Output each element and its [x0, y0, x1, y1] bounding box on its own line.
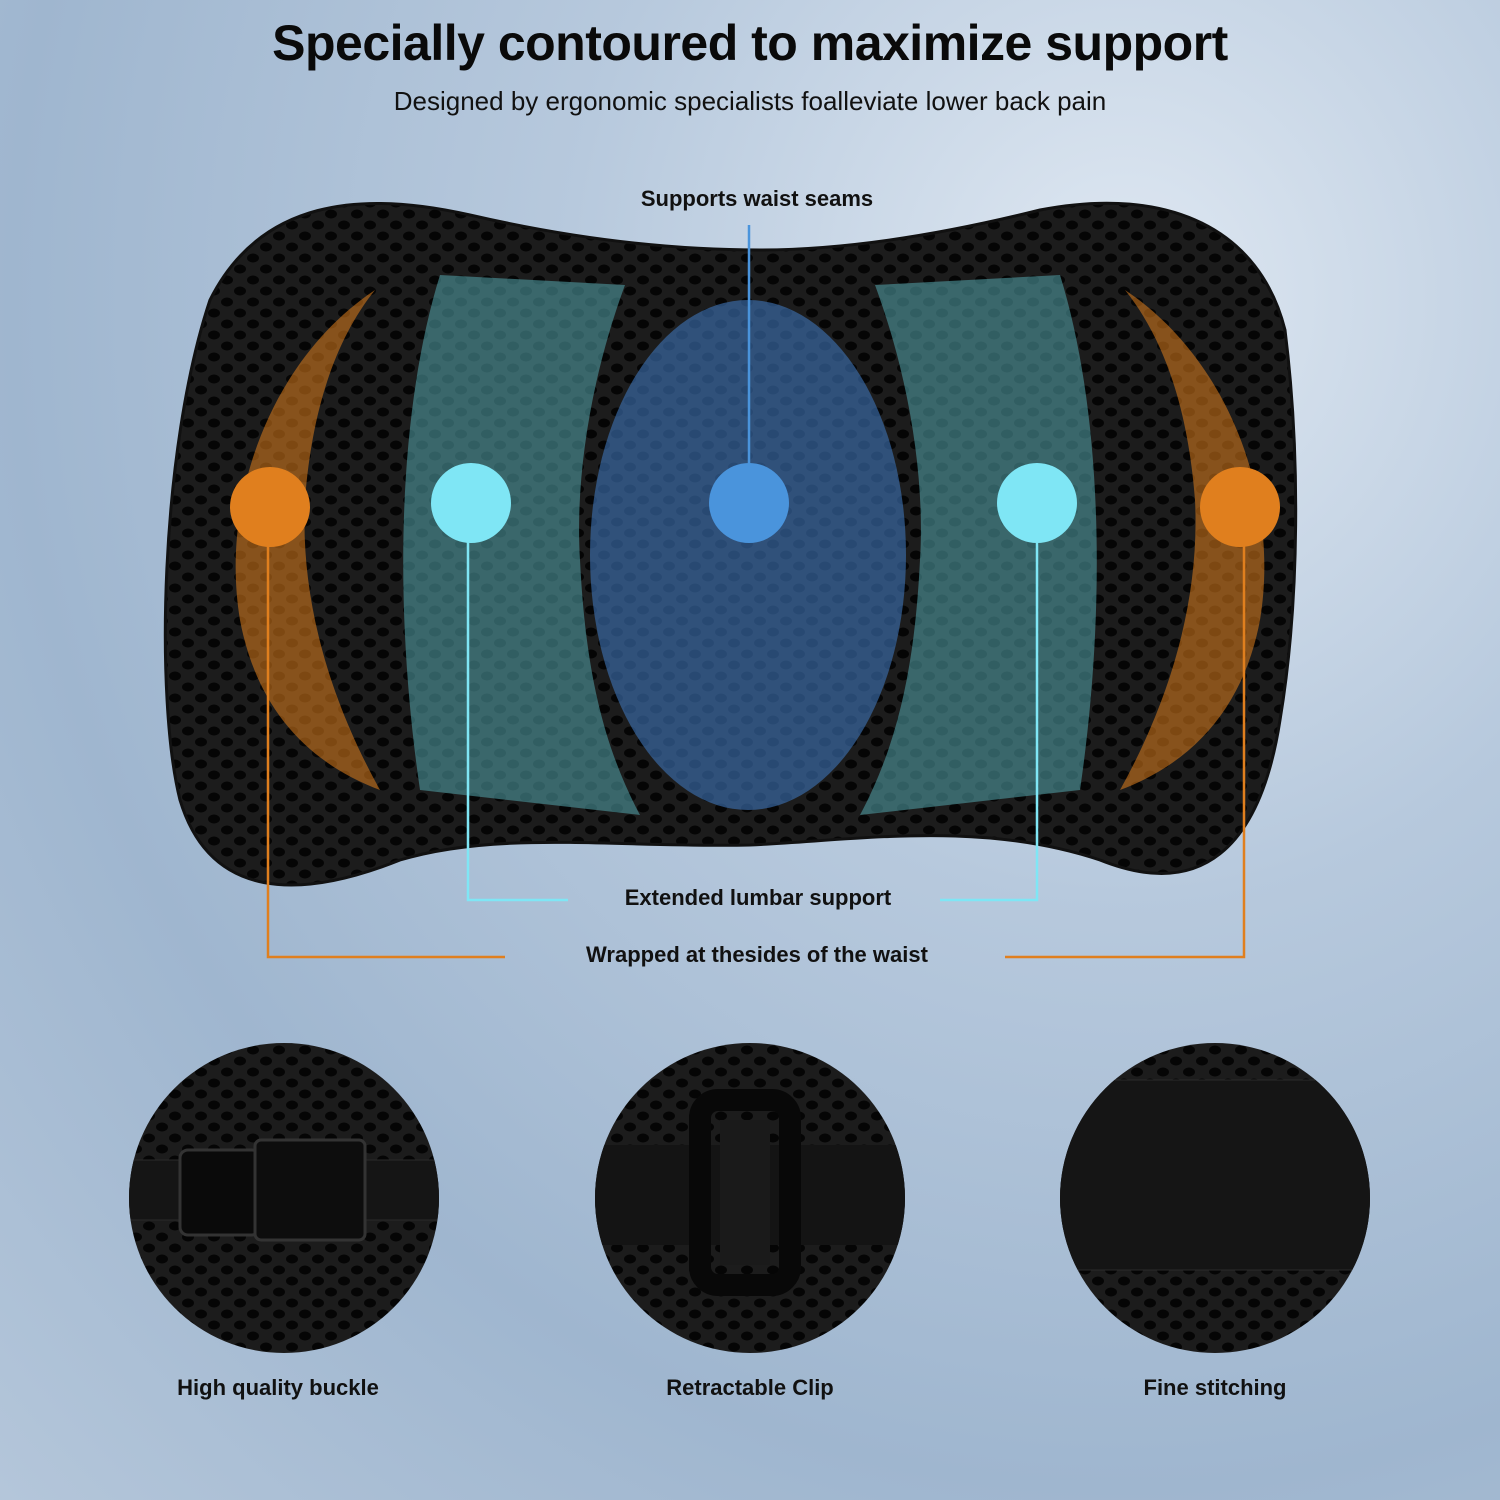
stitching-icon: [1060, 1043, 1370, 1353]
detail-label-clip: Retractable Clip: [666, 1375, 834, 1400]
lumbar-zone-left: [403, 275, 640, 815]
side-zone-right: [1120, 290, 1265, 790]
buckle-icon: [129, 1043, 439, 1353]
callout-sides: Wrapped at thesides of the waist: [586, 942, 928, 967]
marker-side-right: [1200, 467, 1280, 547]
callout-waist-seams: Supports waist seams: [640, 186, 874, 211]
marker-center: [709, 463, 789, 543]
waist-seam-zone: [590, 300, 906, 810]
marker-lumbar-right: [997, 463, 1077, 543]
detail-label-stitching: Fine stitching: [1143, 1375, 1287, 1400]
clip-icon: [595, 1043, 905, 1353]
detail-label-buckle: High quality buckle: [177, 1375, 379, 1400]
callout-lumbar: Extended lumbar support: [624, 885, 892, 910]
marker-side-left: [230, 467, 310, 547]
side-zone-left: [235, 290, 380, 790]
subheadline: Designed by ergonomic specialists foalle…: [393, 86, 1107, 116]
marker-lumbar-left: [431, 463, 511, 543]
headline: Specially contoured to maximize support: [272, 15, 1228, 71]
